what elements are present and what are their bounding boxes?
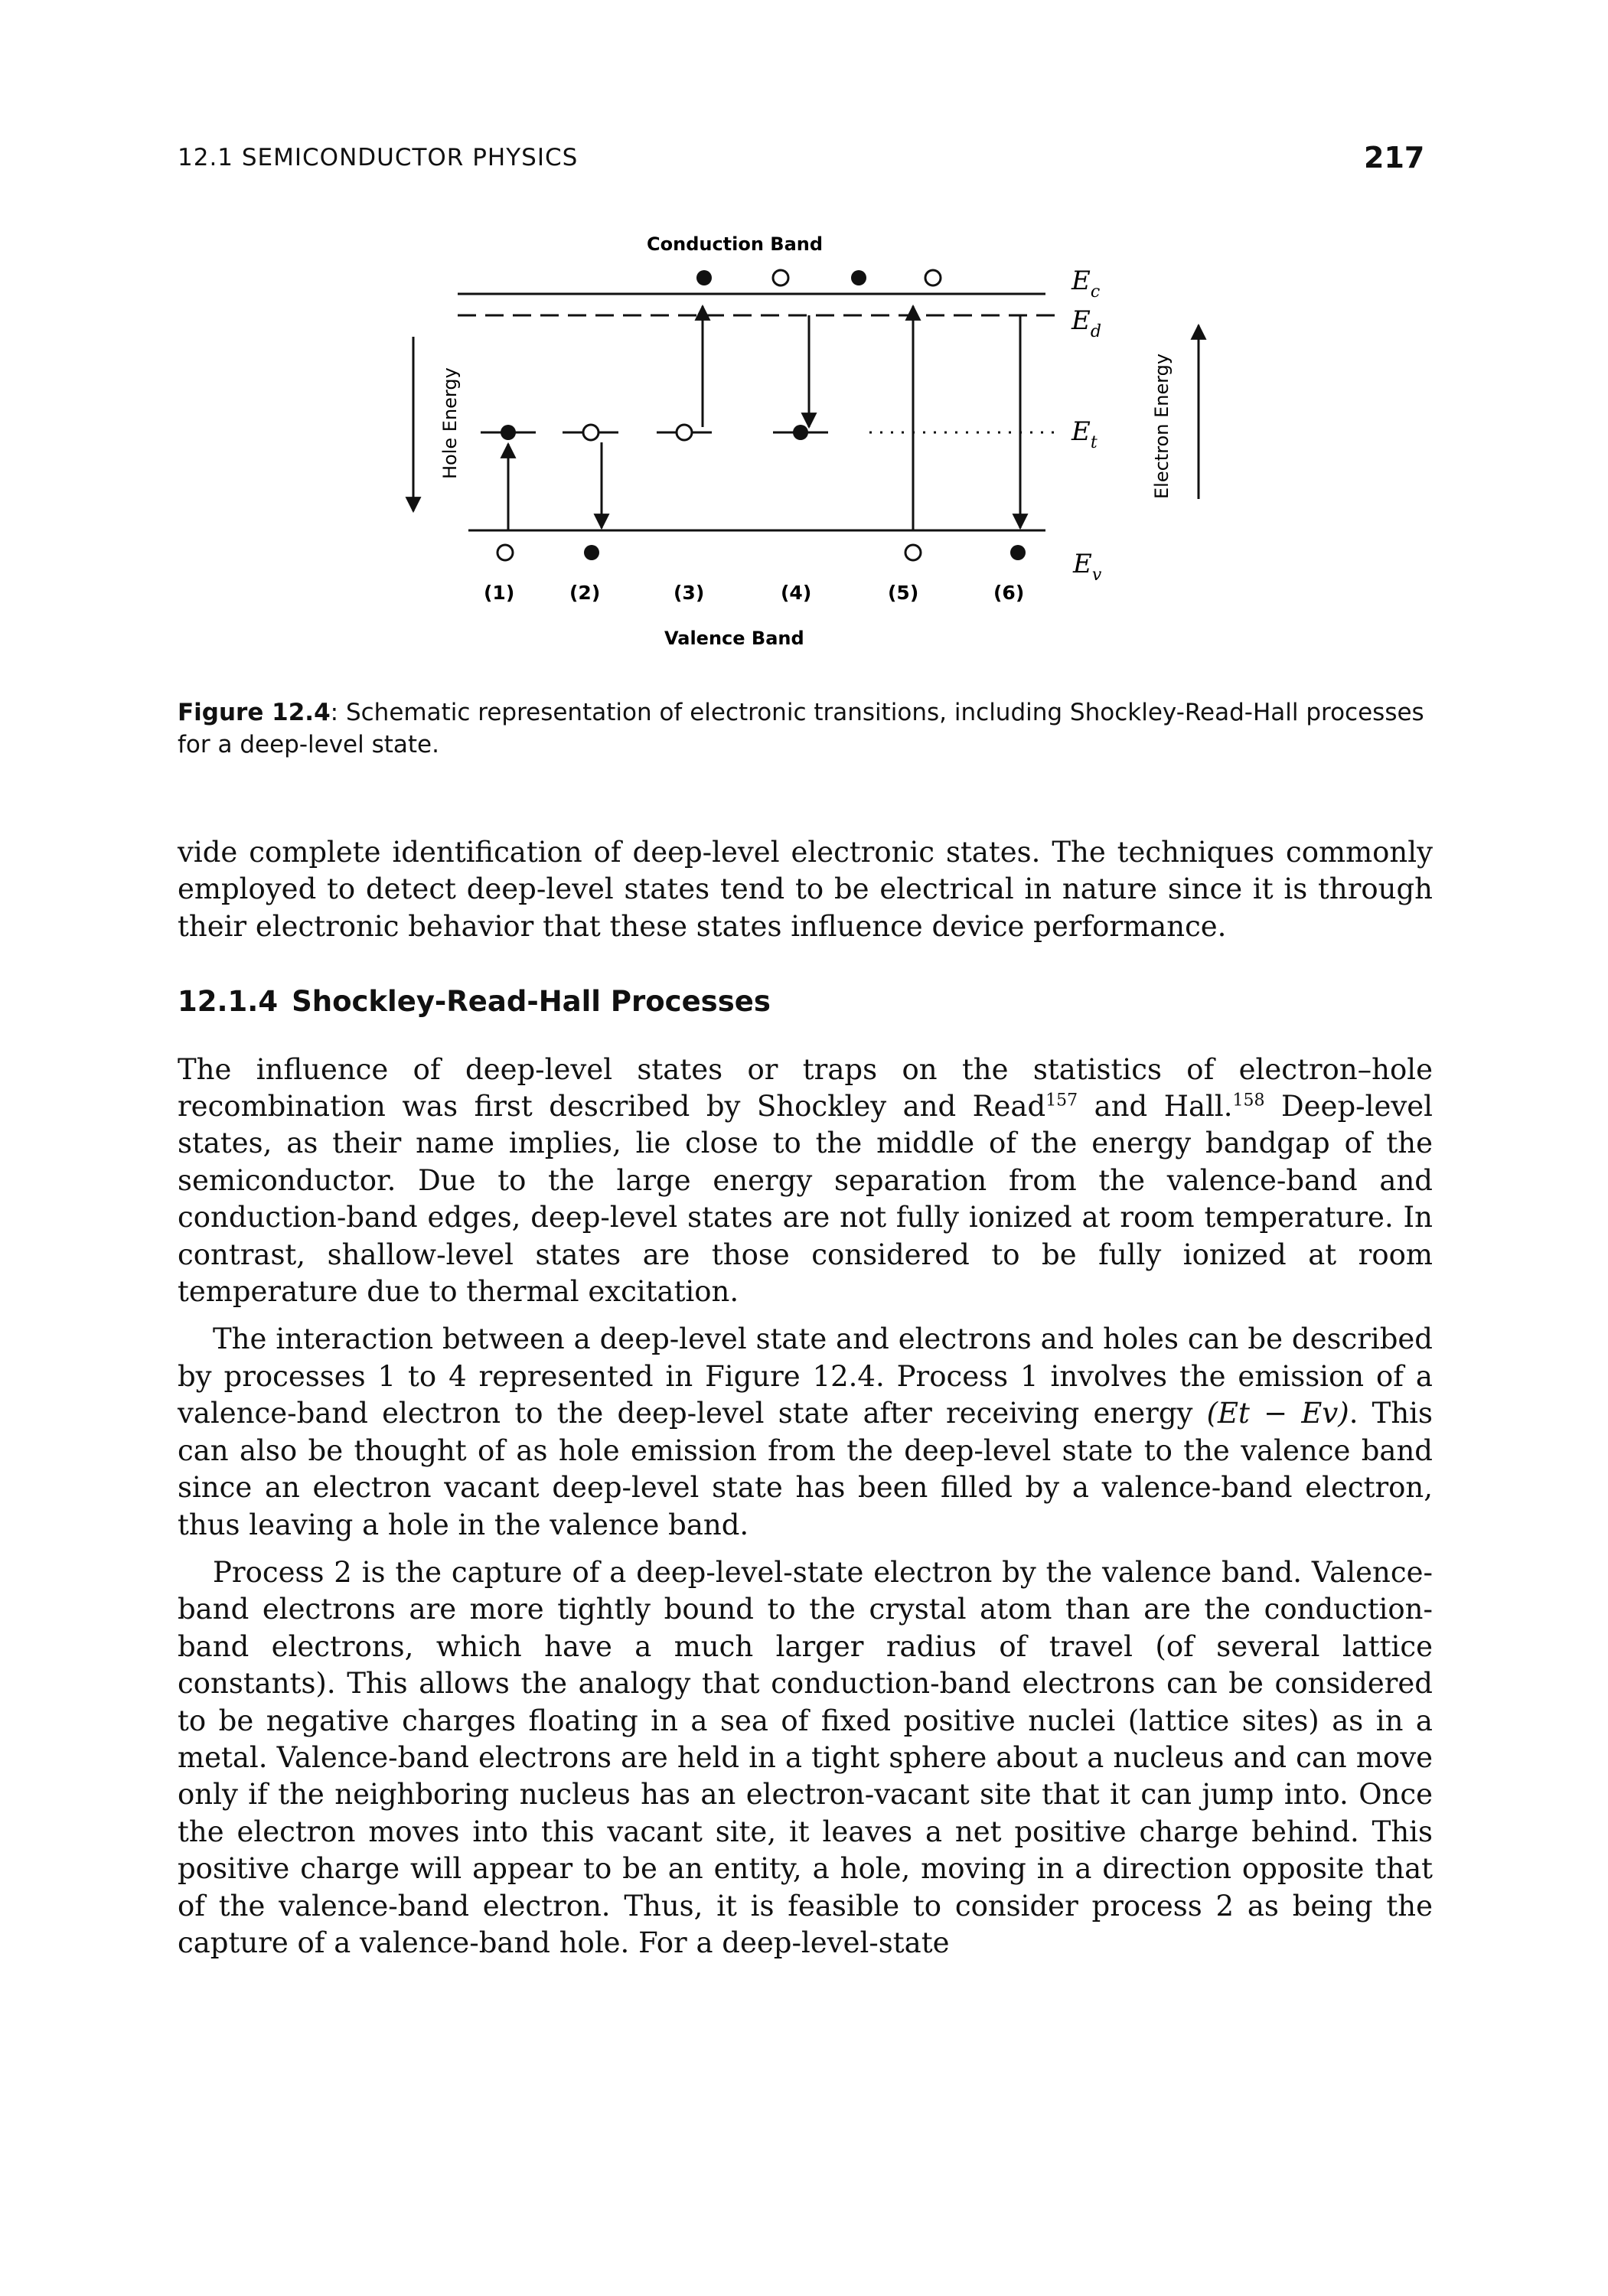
valence-band-label: Valence Band — [664, 628, 804, 649]
valence-hole-5 — [904, 543, 922, 562]
ed-label: Ed — [1071, 305, 1101, 341]
electron-energy-label: Electron Energy — [1151, 354, 1173, 499]
process-label-4: (4) — [781, 582, 811, 604]
page-number: 217 — [1364, 141, 1425, 174]
process-label-6: (6) — [993, 582, 1024, 604]
section-heading: 12.1.4 Shockley-Read-Hall Processes — [178, 983, 1433, 1020]
paragraph-3: The interaction between a deep-level sta… — [178, 1322, 1433, 1541]
conduction-electron-3 — [696, 270, 712, 285]
figure-caption: Figure 12.4: Schematic representation of… — [178, 696, 1433, 761]
et-label: Et — [1071, 416, 1098, 452]
process-label-5: (5) — [888, 582, 918, 604]
trap-hole-3 — [675, 423, 693, 442]
process-label-2: (2) — [569, 582, 600, 604]
valence-electron-6 — [1010, 545, 1026, 560]
trap-hole-2 — [582, 423, 600, 442]
body-text: vide complete identification of deep-lev… — [178, 834, 1433, 1962]
conduction-electron-5 — [851, 270, 866, 285]
valence-hole-1 — [496, 543, 514, 562]
process-label-1: (1) — [484, 582, 514, 604]
ec-label: Ec — [1071, 266, 1100, 302]
valence-electron-2 — [584, 545, 599, 560]
energy-band-diagram: Conduction Band Valence Band (1) (2) (3)… — [405, 233, 1207, 649]
energy-expression: (Et − Ev) — [1206, 1397, 1349, 1430]
paragraph-1: vide complete identification of deep-lev… — [178, 836, 1433, 943]
conduction-band-label: Conduction Band — [647, 233, 823, 255]
paragraph-2: The influence of deep-level states or tr… — [178, 1052, 1433, 1309]
ev-label: Ev — [1072, 549, 1102, 585]
conduction-hole-6 — [924, 269, 942, 287]
section-number: 12.1.4 — [178, 985, 279, 1019]
figure-label: Figure 12.4 — [178, 699, 331, 726]
reference-158: 158 — [1232, 1091, 1265, 1110]
hole-energy-label: Hole Energy — [439, 367, 461, 479]
reference-157: 157 — [1045, 1091, 1078, 1110]
conduction-hole-4 — [771, 269, 790, 287]
figure-caption-text: : Schematic representation of electronic… — [178, 699, 1424, 758]
process-label-3: (3) — [674, 582, 704, 604]
running-head: 12.1 SEMICONDUCTOR PHYSICS — [178, 144, 579, 171]
trap-electron-1 — [501, 425, 516, 440]
paragraph-4: Process 2 is the capture of a deep-level… — [178, 1555, 1433, 1959]
trap-electron-4 — [793, 425, 808, 440]
section-title: Shockley-Read-Hall Processes — [292, 985, 771, 1019]
